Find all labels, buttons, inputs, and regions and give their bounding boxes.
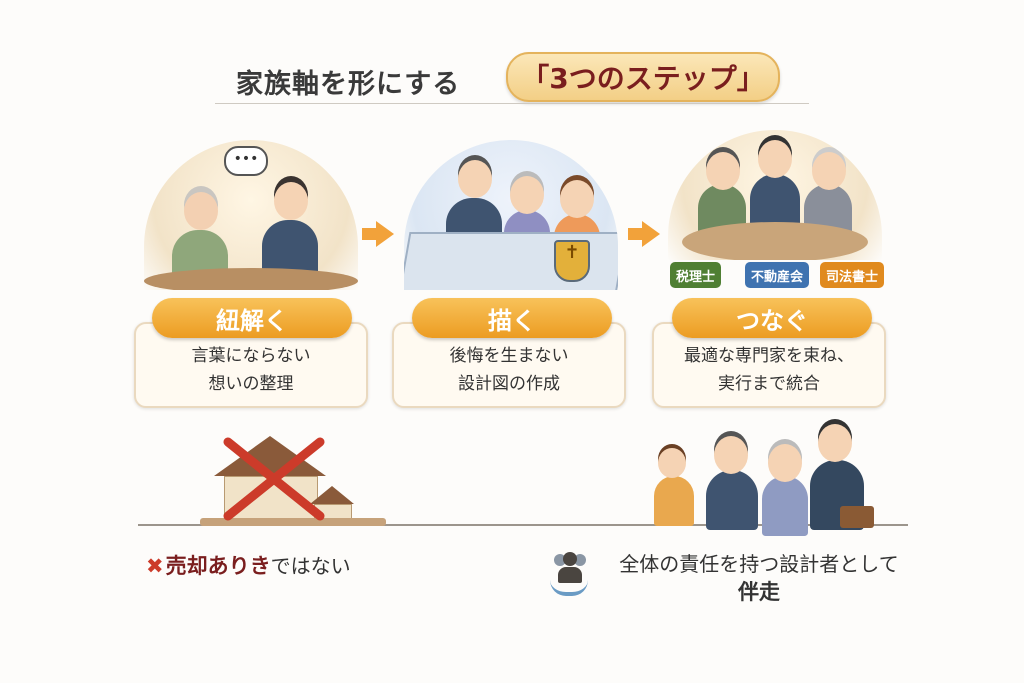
desk — [144, 268, 358, 290]
not-sale-strong: 売却ありき — [165, 554, 271, 578]
step1-line2: 想いの整理 — [208, 374, 294, 394]
house-illustration — [200, 436, 390, 526]
step1-illustration: ••• — [144, 140, 358, 290]
designer-head — [818, 424, 852, 462]
divider — [215, 103, 809, 104]
step2-line2: 設計図の作成 — [458, 374, 560, 394]
shield-icon: ✝ — [554, 240, 590, 282]
expert2-head — [758, 140, 792, 178]
cross-icon — [223, 437, 325, 521]
expert1-head — [706, 152, 740, 190]
child-figure — [654, 476, 694, 526]
child-head — [658, 448, 686, 478]
arrow-1-head-icon — [376, 221, 394, 247]
step1-label: 紐解く — [152, 298, 352, 338]
step2-line1: 後悔を生まない — [449, 346, 569, 366]
expert3-head — [812, 152, 846, 190]
step3-label: つなぐ — [672, 298, 872, 338]
father2-figure — [706, 470, 758, 530]
page-title: 家族軸を形にする — [236, 69, 461, 100]
step3-line2: 実行まで統合 — [718, 374, 820, 394]
briefcase-icon — [840, 506, 874, 528]
step3-illustration — [668, 130, 882, 260]
expert-badge-scrivener: 司法書士 — [820, 262, 885, 288]
designer-line2: 伴走 — [738, 580, 780, 604]
small-house-roof — [310, 486, 354, 504]
team-cycle-icon — [548, 552, 592, 596]
not-sale-statement: ✖ 売却ありき ではない — [146, 550, 351, 580]
arrow-2-head-icon — [642, 221, 660, 247]
team-illustration — [650, 420, 880, 536]
mother-head — [510, 176, 544, 214]
arrow-2 — [628, 228, 644, 240]
father2-head — [714, 436, 748, 474]
mother2-figure — [762, 476, 808, 536]
step2-illustration: ✝ — [404, 140, 618, 290]
arrow-1 — [362, 228, 378, 240]
title-highlight: 「3つのステップ」 — [506, 52, 780, 102]
speech-bubble-icon: ••• — [224, 146, 268, 176]
round-table — [682, 222, 868, 260]
x-mark-icon: ✖ — [146, 554, 164, 578]
mother2-head — [768, 444, 802, 482]
not-sale-rest: ではない — [270, 554, 351, 578]
advisor-head — [274, 182, 308, 220]
father-head — [458, 160, 492, 198]
expert-badge-tax: 税理士 — [670, 262, 722, 288]
step3-line1: 最適な専門家を束ね、 — [684, 346, 854, 366]
step1-line1: 言葉にならない — [191, 346, 311, 366]
expert-badge-realestate: 不動産会 — [745, 262, 810, 288]
step2-label: 描く — [412, 298, 612, 338]
lawn-base — [200, 518, 386, 526]
ground-line — [138, 524, 908, 526]
daughter-head — [560, 180, 594, 218]
designer-statement: 全体の責任を持つ設計者として 伴走 — [594, 550, 924, 606]
designer-line1: 全体の責任を持つ設計者として — [619, 552, 899, 576]
client-head — [184, 192, 218, 230]
